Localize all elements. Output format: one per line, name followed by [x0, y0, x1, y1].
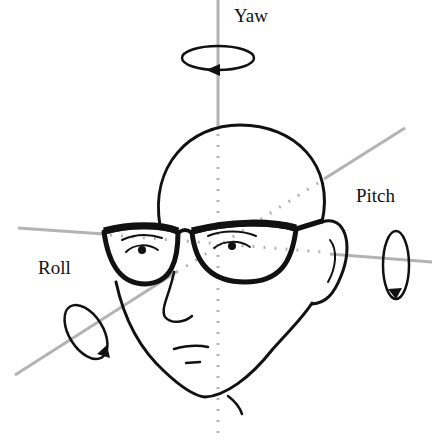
- neck: [228, 396, 242, 414]
- pitch-axis: [18, 228, 104, 234]
- nose: [164, 272, 192, 322]
- glasses-rim: [104, 226, 178, 231]
- skull-outline: [158, 125, 324, 226]
- pupil: [138, 246, 146, 254]
- rotation-axes: [15, 0, 432, 441]
- axis-label: Pitch: [356, 186, 395, 207]
- glasses-lens: [192, 224, 296, 282]
- face-outline: [116, 282, 312, 397]
- ear-inner: [328, 240, 335, 282]
- roll-axis-hidden: [185, 183, 318, 267]
- roll-ring: [56, 298, 117, 367]
- head-drawing: [116, 125, 347, 414]
- yaw-axis: [217, 0, 220, 126]
- glasses-rim: [192, 223, 296, 231]
- pitch-ring: [383, 231, 409, 299]
- axis-label: Yaw: [234, 6, 268, 27]
- roll-axis: [324, 128, 405, 179]
- ring-arrowheads: [97, 64, 402, 358]
- mouth: [174, 346, 208, 349]
- glasses-lens: [104, 227, 178, 284]
- eyebrow: [122, 235, 162, 240]
- glasses: [104, 221, 322, 284]
- axis-label: Roll: [38, 258, 71, 279]
- ear: [312, 221, 347, 304]
- glasses-bridge: [178, 230, 192, 233]
- arrowhead: [97, 345, 110, 358]
- rotation-rings: [56, 46, 409, 366]
- pupil: [228, 242, 236, 250]
- arrowhead: [206, 64, 220, 76]
- lower-lip: [186, 362, 200, 363]
- pupils: [138, 242, 236, 254]
- glasses-temple: [296, 221, 322, 229]
- arrowhead: [388, 288, 402, 299]
- eyebrow: [208, 232, 256, 237]
